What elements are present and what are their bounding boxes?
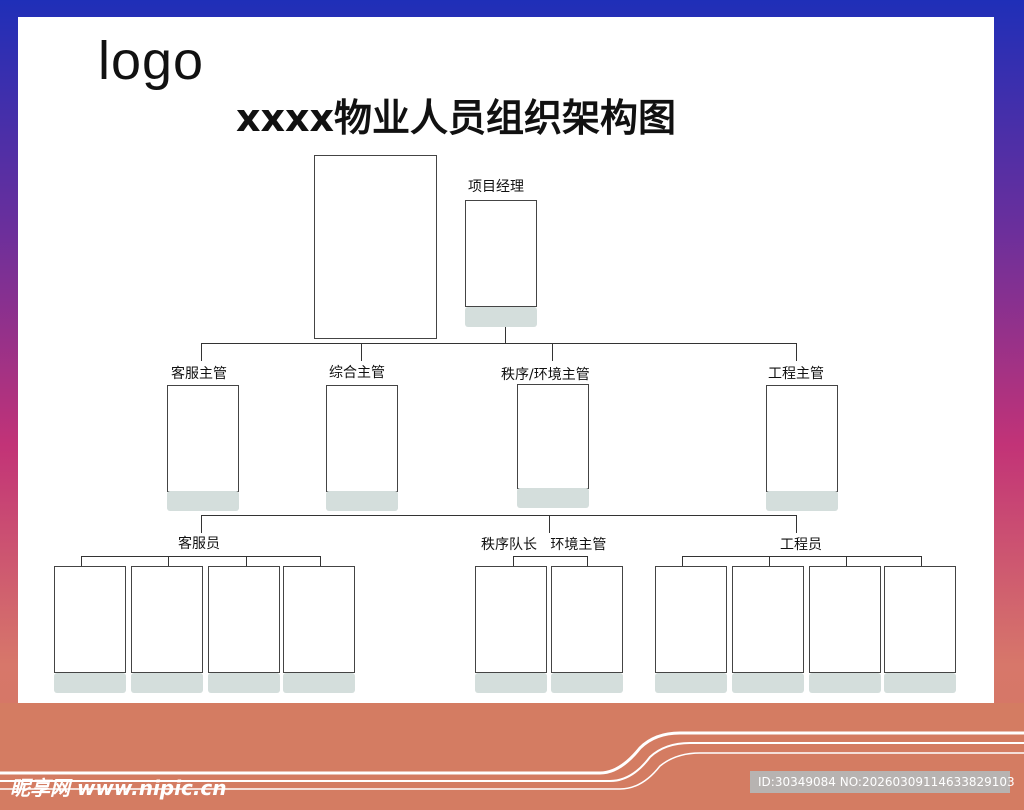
decorative-swoosh [0, 731, 1024, 790]
supervisor-photo-box [766, 385, 838, 492]
supervisor-label: 工程主管 [768, 366, 824, 382]
staff-photo-box [54, 566, 126, 673]
supervisor-photo-box [326, 385, 398, 492]
connector-line [796, 515, 797, 533]
manager-nameplate [465, 307, 537, 327]
staff-photo-box [551, 566, 623, 673]
logo-text: logo [98, 31, 205, 91]
staff-nameplate [655, 673, 727, 693]
large-photo-box [314, 155, 437, 339]
manager-photo-box [465, 200, 537, 307]
page-title: xxxx物业人员组织架构图 [236, 96, 677, 140]
supervisor-nameplate [517, 488, 589, 508]
connector-line [769, 556, 770, 567]
connector-line [921, 556, 922, 567]
staff-nameplate [131, 673, 203, 693]
watermark-site-text: 昵享网 www.nipic.cn [10, 776, 227, 800]
connector-line [361, 343, 362, 361]
supervisor-nameplate [326, 491, 398, 511]
connector-line [246, 556, 247, 567]
staff-nameplate [809, 673, 881, 693]
staff-nameplate [475, 673, 547, 693]
staff-nameplate [54, 673, 126, 693]
connector-line [513, 556, 514, 567]
staff-photo-box [655, 566, 727, 673]
connector-line [552, 343, 553, 361]
staff-photo-box [131, 566, 203, 673]
connector-line [549, 515, 550, 533]
supervisor-photo-box [517, 384, 589, 489]
supervisor-photo-box [167, 385, 239, 492]
connector-line [201, 515, 202, 533]
supervisor-label: 秩序/环境主管 [501, 367, 590, 383]
staff-photo-box [732, 566, 804, 673]
connector-line [796, 343, 797, 361]
connector-line [201, 343, 796, 344]
connector-line [81, 556, 82, 567]
connector-line [587, 556, 588, 567]
connector-line [682, 556, 922, 557]
supervisor-label: 综合主管 [329, 365, 385, 381]
staff-photo-box [283, 566, 355, 673]
connector-line [846, 556, 847, 567]
watermark-id-text: ID:30349084 NO:20260309114633829103 [750, 771, 1015, 793]
staff-photo-box [809, 566, 881, 673]
supervisor-label: 客服主管 [171, 366, 227, 382]
connector-line [505, 327, 506, 343]
supervisor-nameplate [167, 491, 239, 511]
supervisor-nameplate [766, 491, 838, 511]
staff-nameplate [884, 673, 956, 693]
connector-line [168, 556, 169, 567]
staff-group-label: 客服员 [178, 536, 220, 552]
staff-nameplate [732, 673, 804, 693]
staff-group-label: 秩序队长 环境主管 [481, 537, 607, 553]
connector-line [81, 556, 321, 557]
staff-nameplate [208, 673, 280, 693]
staff-photo-box [475, 566, 547, 673]
staff-nameplate [283, 673, 355, 693]
staff-group-label: 工程员 [780, 537, 822, 553]
connector-line [201, 343, 202, 361]
staff-photo-box [208, 566, 280, 673]
connector-line [682, 556, 683, 567]
connector-line [201, 515, 796, 516]
manager-label: 项目经理 [468, 179, 524, 195]
staff-photo-box [884, 566, 956, 673]
connector-line [320, 556, 321, 567]
staff-nameplate [551, 673, 623, 693]
connector-line [513, 556, 588, 557]
